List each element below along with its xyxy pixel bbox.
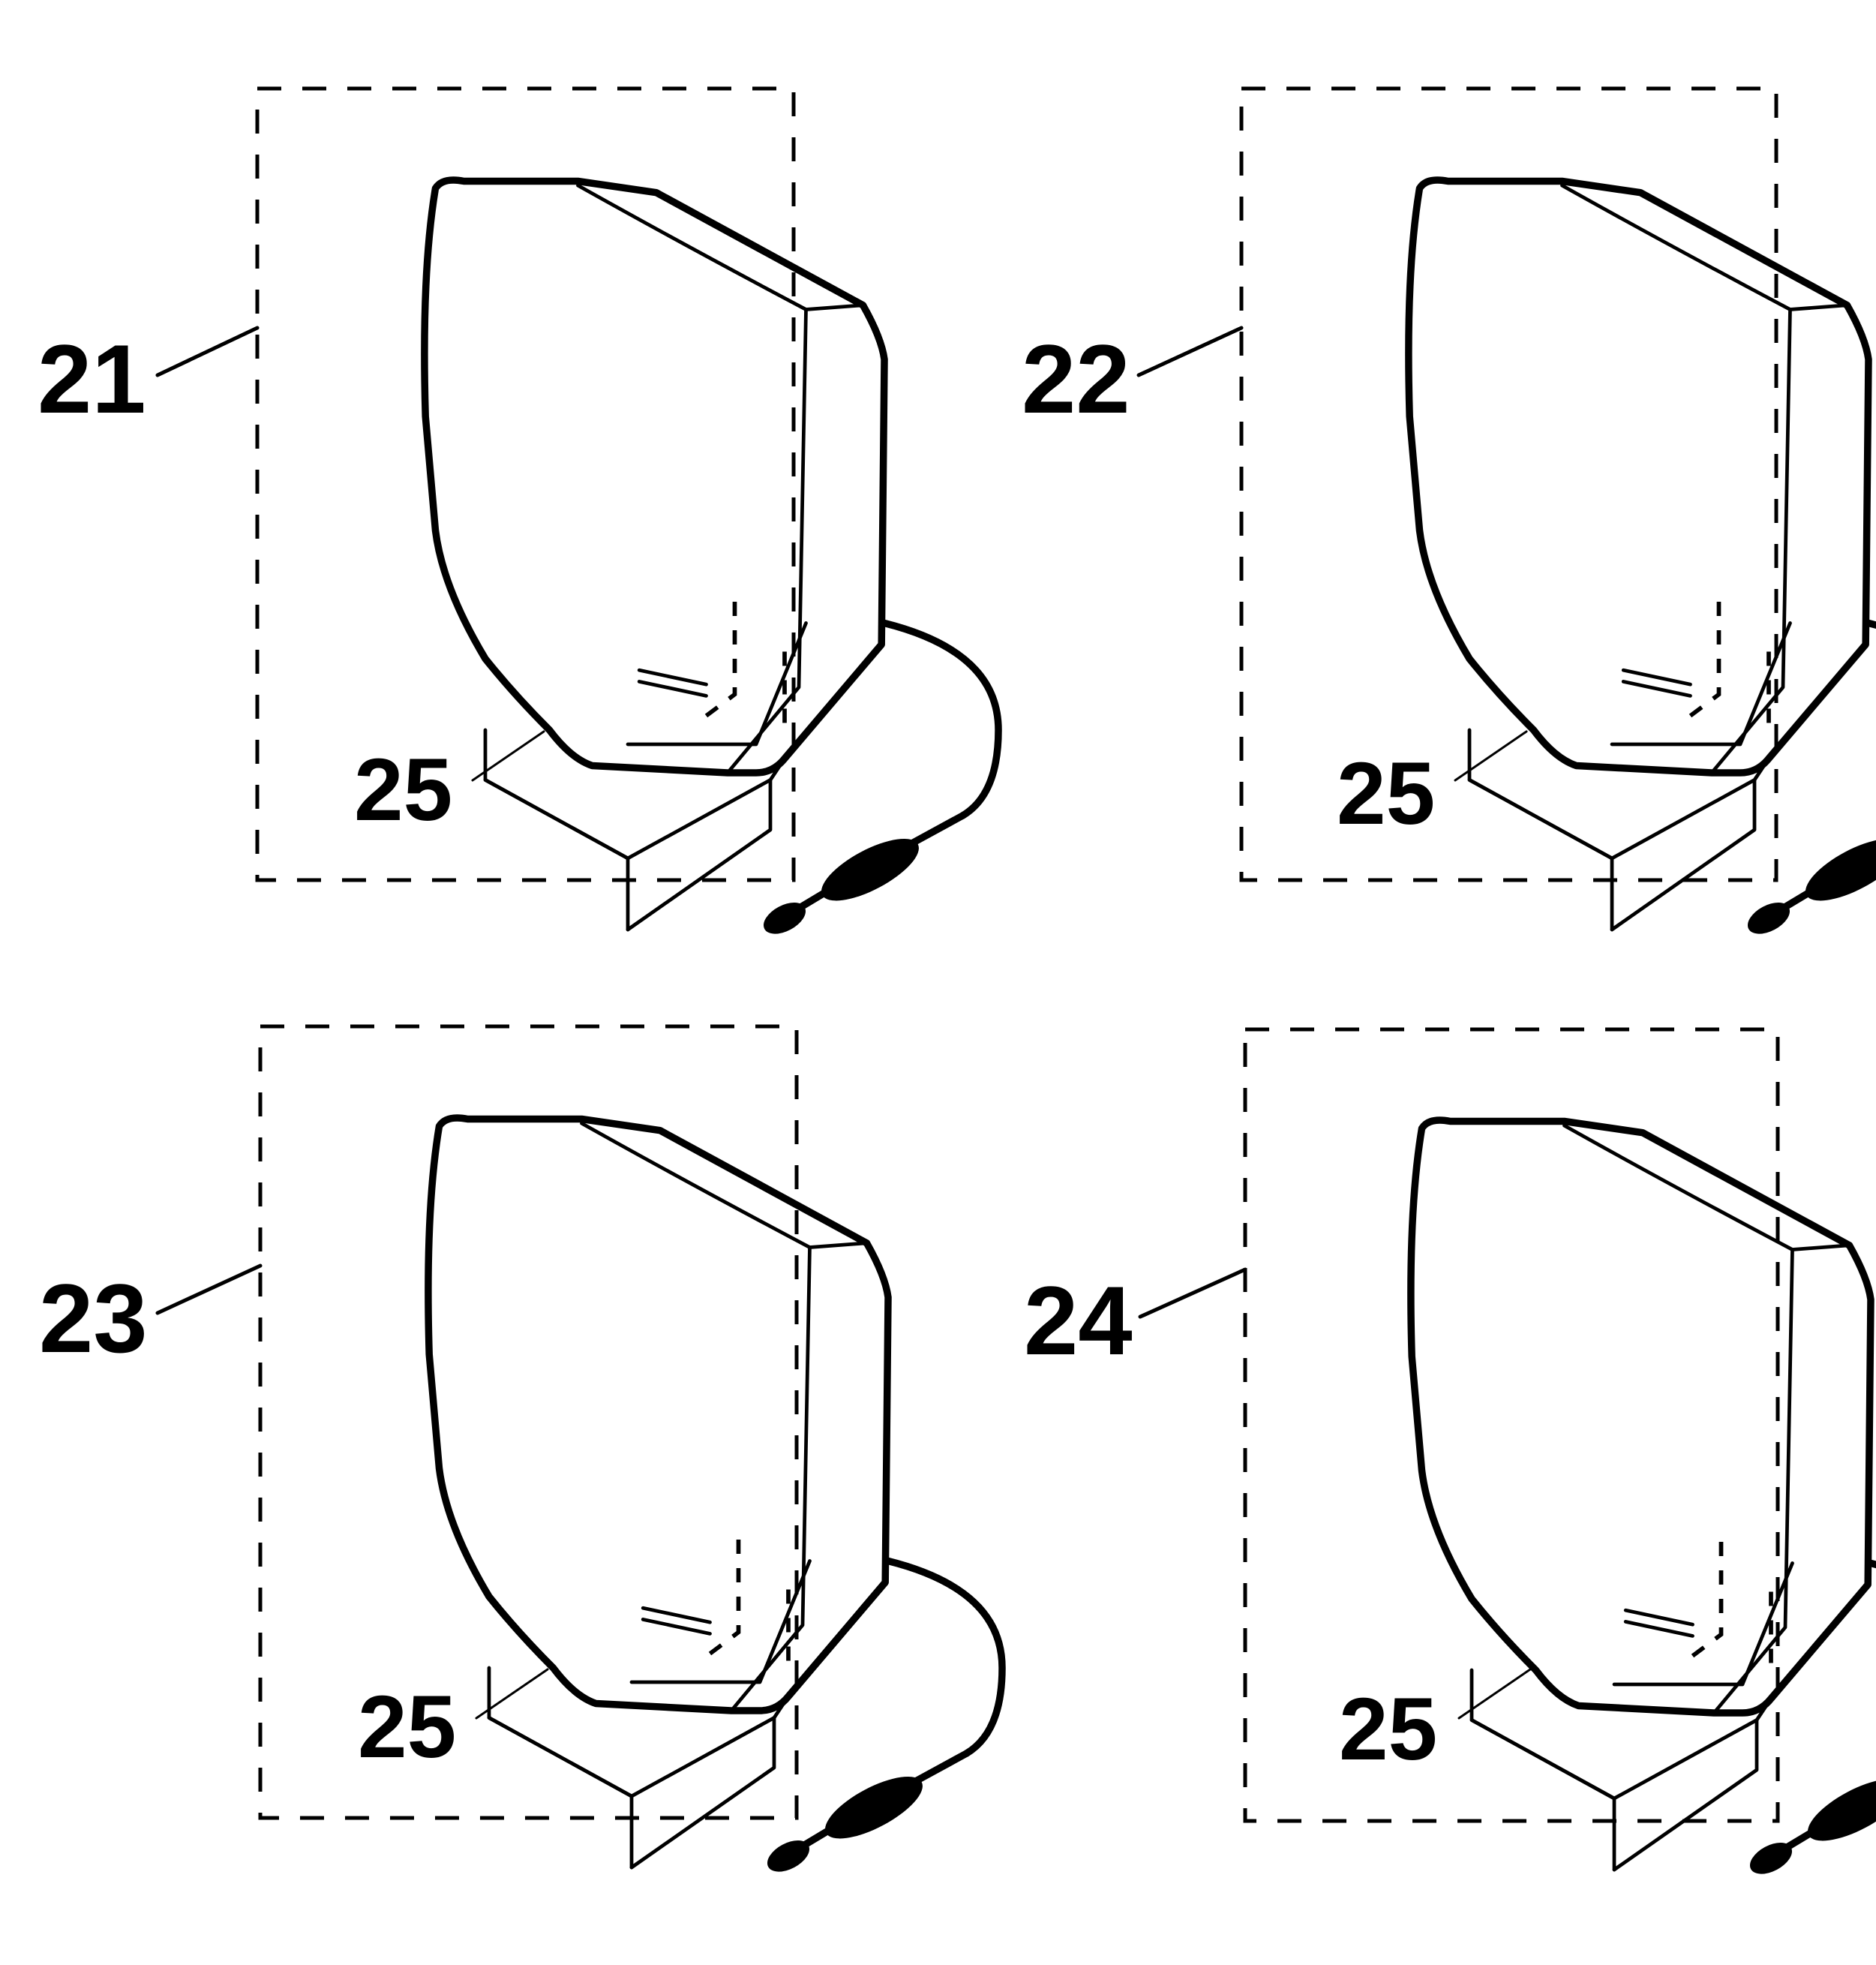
panel-frame xyxy=(1239,86,1778,882)
device-illustration xyxy=(425,180,998,940)
panel-frame xyxy=(258,1024,799,1820)
panel-24: 24 25 xyxy=(1024,1027,1876,1880)
panel-frame xyxy=(1243,1027,1780,1823)
panel-frame xyxy=(255,86,796,882)
panel-reference-label: 23 xyxy=(39,1263,148,1373)
device-illustration xyxy=(1411,1120,1876,1880)
panel-21: 21 25 xyxy=(38,86,998,940)
leader-line xyxy=(1454,730,1528,782)
leader-line xyxy=(471,730,545,782)
device-illustration xyxy=(428,1118,1002,1878)
panel-22: 22 25 xyxy=(1022,86,1876,940)
part-reference-label: 25 xyxy=(1339,1680,1437,1779)
part-reference-label: 25 xyxy=(1337,744,1435,843)
panel-reference-label: 21 xyxy=(38,324,146,434)
device-illustration xyxy=(1409,180,1876,940)
panel-reference-label: 22 xyxy=(1022,324,1130,434)
panel-23: 23 25 xyxy=(39,1024,1002,1878)
leader-line xyxy=(1138,1267,1247,1319)
leader-line xyxy=(155,326,260,377)
leader-line xyxy=(1136,326,1244,377)
leader-line xyxy=(475,1668,549,1720)
leader-line xyxy=(155,1263,263,1315)
panel-reference-label: 24 xyxy=(1024,1266,1133,1375)
part-reference-label: 25 xyxy=(358,1678,456,1777)
part-reference-label: 25 xyxy=(354,741,452,840)
leader-line xyxy=(1457,1668,1532,1720)
